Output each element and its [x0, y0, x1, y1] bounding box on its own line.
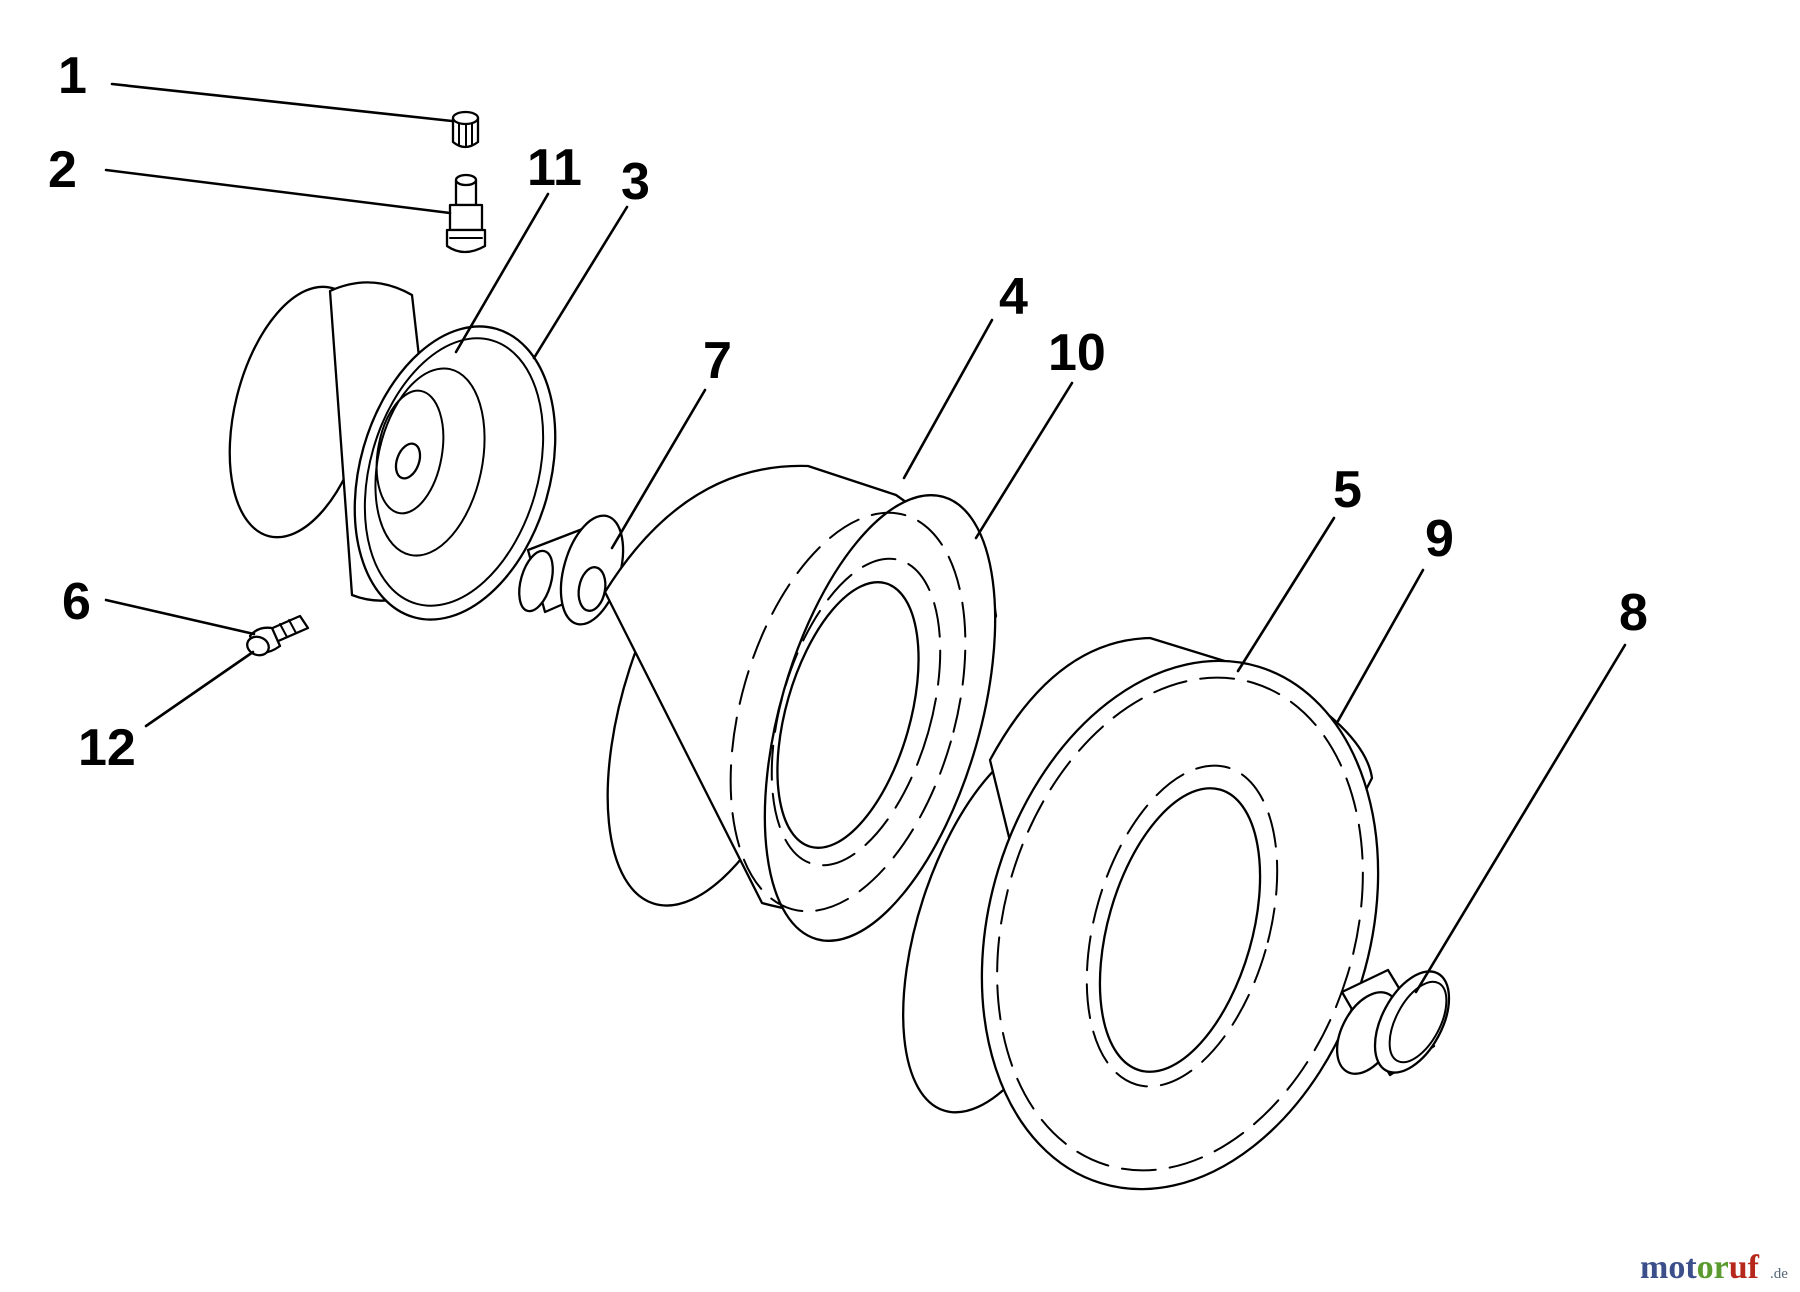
callout-10: 10	[1048, 324, 1106, 382]
tire-front	[603, 464, 998, 942]
callout-5: 5	[1333, 461, 1362, 519]
leader-line-4	[902, 318, 994, 480]
callout-1: 1	[58, 47, 87, 105]
leader-line-9	[1336, 568, 1425, 723]
tire-rear	[902, 636, 1380, 1191]
callout-12: 12	[78, 719, 136, 777]
watermark-suffix: .de	[1770, 1266, 1788, 1282]
leader-line-2	[104, 168, 452, 215]
wheel-rim	[228, 281, 557, 621]
callout-9: 9	[1425, 510, 1454, 568]
valve-cap	[451, 110, 480, 149]
callout-4: 4	[999, 268, 1028, 326]
callout-labels: 1 2 11 3 4 10 7 5 9 8 6 12	[48, 47, 1648, 777]
watermark-part-2: or	[1697, 1249, 1729, 1286]
leader-line-8	[1414, 643, 1627, 994]
callout-11: 11	[527, 139, 582, 197]
callout-8: 8	[1619, 584, 1648, 642]
leader-line-11	[454, 192, 550, 354]
leader-line-3	[532, 205, 629, 360]
leader-line-5	[1236, 516, 1336, 673]
watermark-part-1: mot	[1640, 1249, 1697, 1286]
leader-line-12	[144, 650, 255, 728]
watermark-logo: motoruf	[1640, 1249, 1760, 1286]
leader-line-6	[104, 598, 256, 636]
leader-line-10	[974, 381, 1074, 540]
watermark-part-3: uf	[1729, 1249, 1760, 1286]
callout-7: 7	[703, 332, 732, 390]
lug-bolt	[246, 614, 310, 657]
wheel-cap	[1335, 968, 1451, 1077]
callout-2: 2	[48, 141, 77, 199]
leader-lines	[104, 82, 1627, 994]
callout-6: 6	[62, 573, 91, 631]
valve-stem	[445, 173, 487, 254]
watermark: motoruf .de	[1640, 1249, 1788, 1286]
callout-3: 3	[621, 153, 650, 211]
leader-line-7	[610, 388, 707, 550]
leader-line-1	[110, 82, 454, 123]
